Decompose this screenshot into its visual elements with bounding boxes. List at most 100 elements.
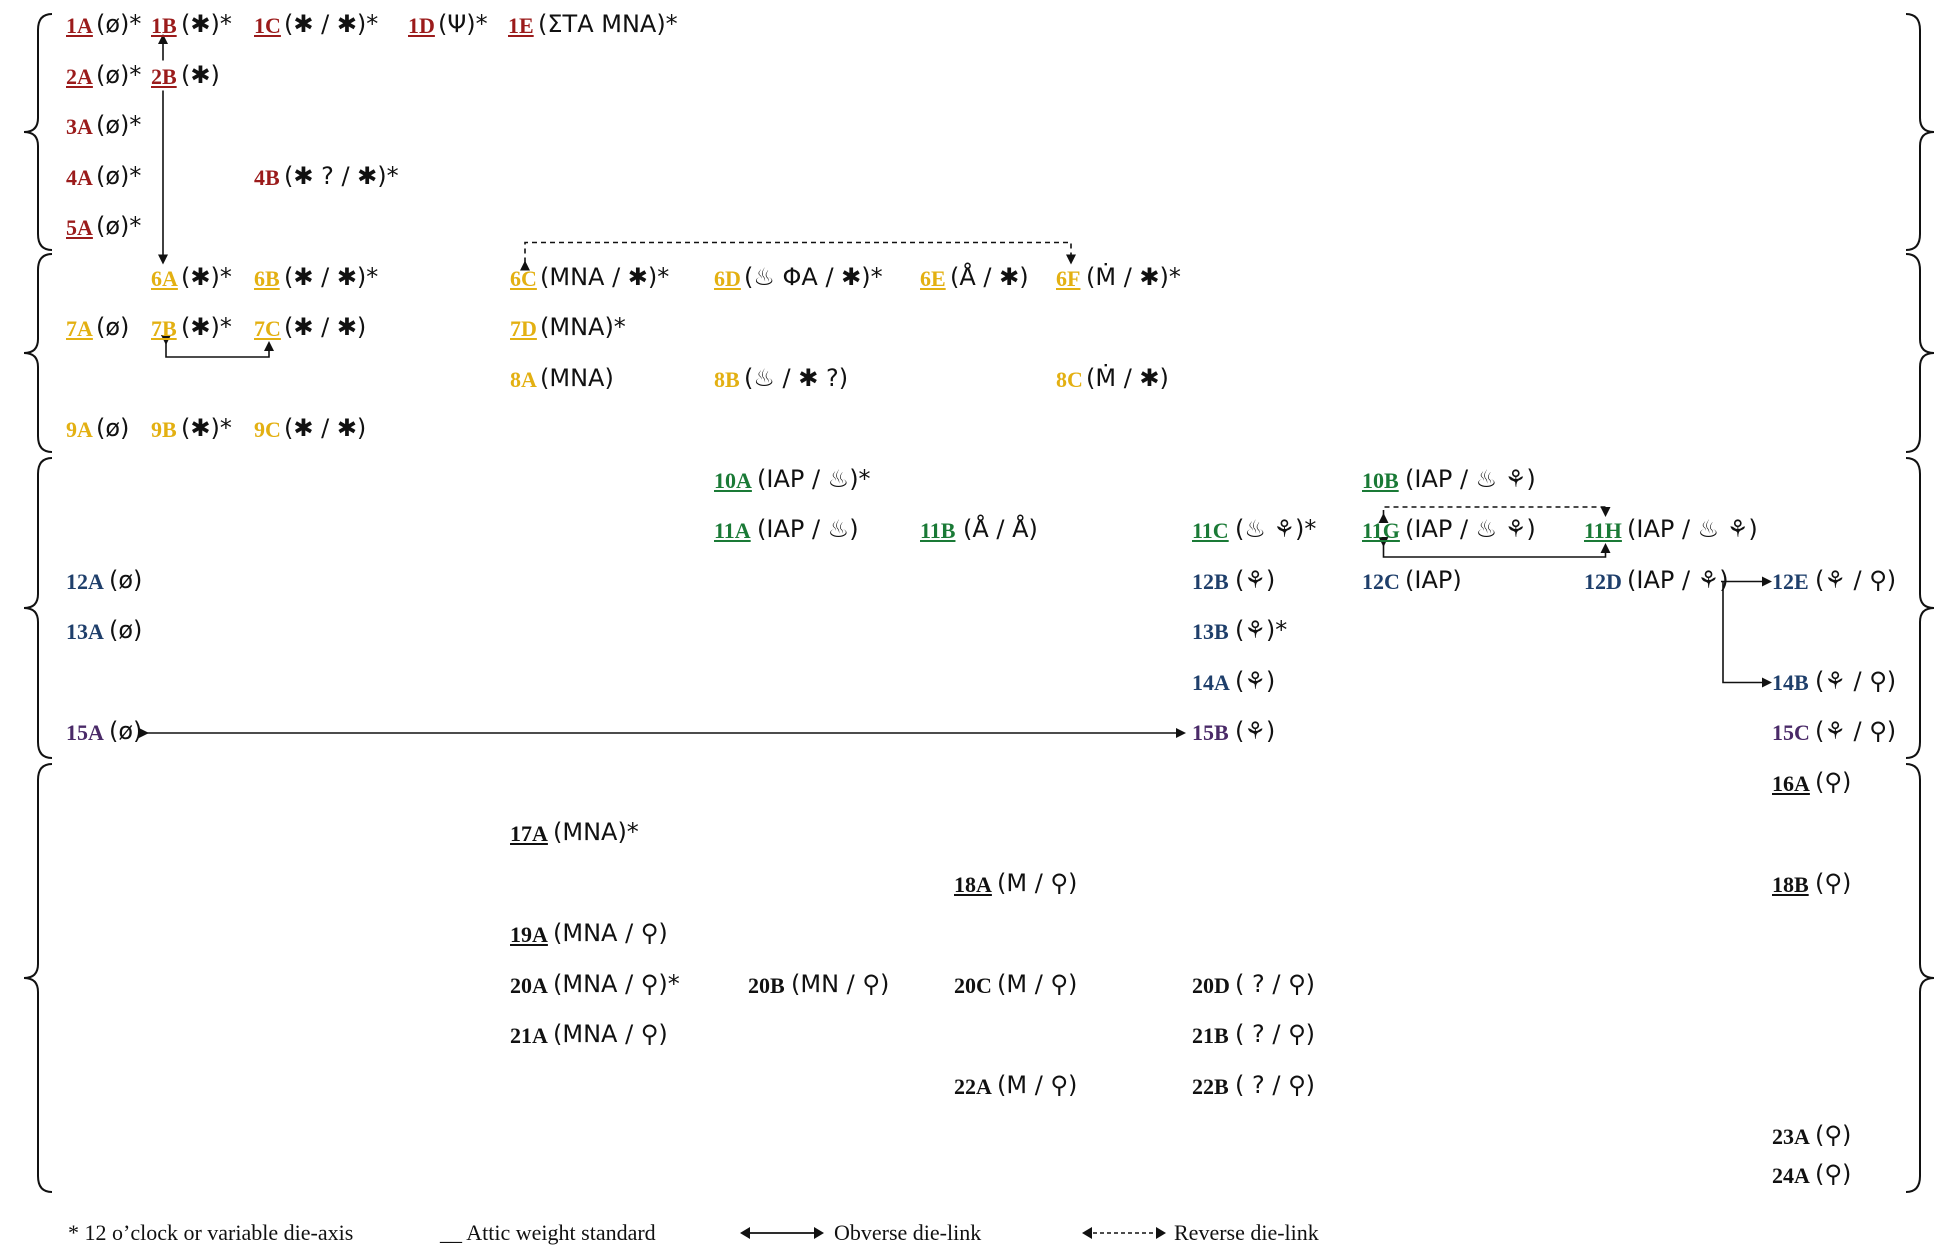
die-description-20a: (ΜΝΑ / ⚲)* (553, 969, 680, 998)
die-description-6e: (Å / ✱) (950, 262, 1029, 291)
die-label-15a: 15A (66, 720, 104, 745)
die-label-6a: 6A (151, 265, 178, 291)
left-brace-2 (23, 253, 53, 453)
die-label-9a: 9A (66, 417, 93, 442)
die-label-10a: 10A (714, 467, 752, 493)
link-6c-6f (520, 241, 1076, 271)
die-label-7a: 7A (66, 316, 93, 341)
die-label-15c: 15C (1772, 720, 1810, 745)
die-label-8b: 8B (714, 366, 740, 392)
die-description-6f: (Ṁ / ✱)* (1086, 262, 1181, 291)
die-description-20b: (ΜΝ / ⚲) (791, 969, 890, 998)
die-label-22a: 22A (954, 1073, 992, 1099)
die-description-8a: (ΜΝΑ) (540, 363, 614, 392)
die-description-12a: (ø) (109, 565, 143, 594)
die-label-6b: 6B (254, 265, 280, 291)
die-description-4a: (ø)* (96, 161, 142, 190)
die-description-2b: (✱) (181, 60, 220, 89)
die-description-1c: (✱ / ✱)* (284, 10, 379, 38)
die-description-18b: (⚲) (1815, 868, 1852, 897)
die-description-13a: (ø) (109, 616, 143, 644)
die-description-16a: (⚲) (1815, 767, 1852, 796)
die-label-3a: 3A (66, 114, 93, 139)
die-description-3a: (ø)* (96, 111, 142, 139)
die-description-12c: (ΙΑΡ) (1405, 565, 1462, 594)
die-description-6b: (✱ / ✱)* (284, 262, 379, 291)
right-brace-3 (1905, 457, 1935, 759)
die-label-21b: 21B (1192, 1023, 1229, 1048)
die-label-12d: 12D (1584, 568, 1622, 594)
die-label-15b: 15B (1192, 720, 1229, 745)
legend-die-axis: * 12 o’clock or variable die-axis (68, 1220, 354, 1245)
die-label-4a: 4A (66, 164, 93, 190)
die-label-19a: 19A (510, 922, 548, 947)
left-brace-1 (23, 13, 53, 251)
die-label-6e: 6E (920, 265, 946, 291)
die-label-8c: 8C (1056, 366, 1083, 392)
die-label-1a: 1A (66, 13, 93, 38)
die-label-5a: 5A (66, 215, 93, 240)
die-label-20a: 20A (510, 972, 548, 998)
die-label-7b: 7B (151, 316, 177, 341)
die-description-13b: (⚘)* (1235, 616, 1288, 644)
die-description-14b: (⚘ / ⚲) (1815, 666, 1897, 695)
die-description-8c: (Ṁ / ✱) (1086, 363, 1169, 392)
die-description-7c: (✱ / ✱) (284, 313, 367, 341)
die-label-24a: 24A (1772, 1162, 1810, 1188)
die-label-23a: 23A (1772, 1124, 1810, 1149)
die-label-9b: 9B (151, 417, 177, 442)
die-label-2a: 2A (66, 63, 93, 89)
die-label-1d: 1D (408, 13, 435, 38)
die-label-12a: 12A (66, 568, 104, 594)
die-description-1a: (ø)* (96, 10, 142, 38)
die-description-1d: (Ψ)* (438, 10, 488, 38)
die-description-21b: ( ? / ⚲) (1235, 1020, 1316, 1048)
die-description-12e: (⚘ / ⚲) (1815, 565, 1897, 594)
left-brace-3 (23, 457, 53, 759)
die-description-1e: (ΣΤΑ ΜΝΑ)* (538, 10, 678, 38)
legend-attic-standard: __ Attic weight standard (440, 1220, 656, 1245)
die-label-18a: 18A (954, 871, 992, 897)
right-brace-4 (1905, 763, 1935, 1193)
legend-obverse-die-link: Obverse die-link (834, 1220, 982, 1245)
die-label-13b: 13B (1192, 619, 1229, 644)
die-description-12d: (ΙΑΡ / ⚘) (1627, 565, 1729, 594)
die-description-23a: (⚲) (1815, 1121, 1852, 1149)
die-description-12b: (⚘) (1235, 565, 1276, 594)
die-label-18b: 18B (1772, 871, 1809, 897)
die-label-21a: 21A (510, 1023, 548, 1048)
die-label-12c: 12C (1362, 568, 1400, 594)
die-description-9b: (✱)* (181, 414, 232, 442)
die-description-24a: (⚲) (1815, 1159, 1852, 1188)
legend-obverse-arrow (740, 1227, 824, 1239)
die-label-13a: 13A (66, 619, 104, 644)
die-description-22b: ( ? / ⚲) (1235, 1070, 1316, 1099)
die-description-11a: (ΙΑΡ / ♨) (757, 515, 859, 543)
die-description-5a: (ø)* (96, 212, 142, 240)
right-brace-1 (1905, 13, 1935, 251)
legend-reverse-die-link: Reverse die-link (1174, 1220, 1319, 1245)
die-description-21a: (ΜΝΑ / ⚲) (553, 1020, 668, 1048)
die-description-8b: (♨ / ✱ ?) (744, 363, 849, 392)
die-description-20c: (Μ / ⚲) (997, 969, 1078, 998)
die-label-4b: 4B (254, 164, 280, 190)
die-description-11c: (♨ ⚘)* (1235, 515, 1317, 543)
die-description-19a: (ΜΝΑ / ⚲) (553, 919, 668, 947)
die-description-6c: (ΜΝΑ / ✱)* (540, 262, 670, 291)
die-label-1e: 1E (508, 13, 534, 38)
die-label-9c: 9C (254, 417, 281, 442)
die-description-11h: (ΙΑΡ / ♨ ⚘) (1627, 515, 1758, 543)
die-description-7a: (ø) (96, 313, 130, 341)
die-description-9a: (ø) (96, 414, 130, 442)
die-description-20d: ( ? / ⚲) (1235, 969, 1316, 998)
link-10b-11g-11h (1378, 506, 1611, 523)
die-label-20d: 20D (1192, 972, 1230, 998)
die-label-20b: 20B (748, 972, 785, 998)
die-label-12b: 12B (1192, 568, 1229, 594)
die-label-7d: 7D (510, 316, 537, 341)
die-description-7b: (✱)* (181, 313, 232, 341)
die-label-11b: 11B (920, 518, 956, 543)
die-label-11h: 11H (1584, 518, 1622, 543)
